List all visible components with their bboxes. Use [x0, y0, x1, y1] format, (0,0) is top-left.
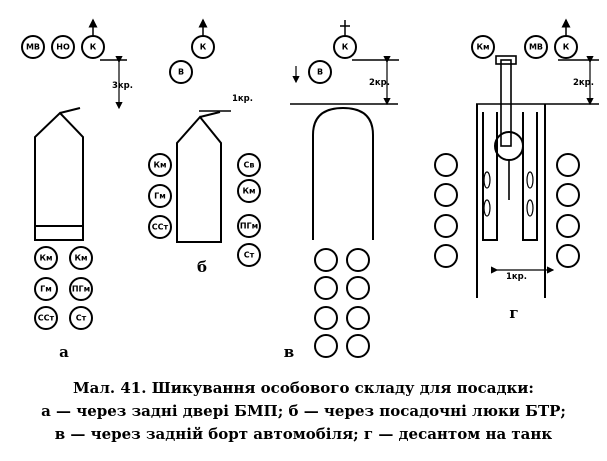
soldier-circle: [434, 244, 458, 268]
panel-g: [434, 18, 599, 298]
tank-hatch: [483, 199, 491, 217]
soldier-label: НО: [56, 43, 70, 52]
panel-v: [290, 20, 399, 358]
soldier-circle-no: [51, 35, 75, 59]
soldier-label: Гм: [154, 192, 166, 201]
soldier-label: Км: [39, 254, 52, 263]
soldier-circle-mv: [21, 35, 45, 59]
btr-front-line: [199, 111, 221, 118]
soldier-label: К: [342, 43, 349, 52]
soldier-label: МВ: [529, 43, 543, 52]
tank-gun-barrel: [500, 59, 512, 147]
truck-body-outline: [312, 106, 374, 240]
figure-caption-line: а — через задні двері БМП; б — через пос…: [41, 402, 566, 420]
soldier-label: В: [178, 68, 184, 77]
panel-v-troops: [314, 248, 370, 358]
soldier-circle: [434, 153, 458, 177]
soldier-circle-v: [308, 60, 332, 84]
soldier-circle: [237, 153, 261, 177]
panel-g-left-column: [434, 153, 458, 268]
panel-b-left-column: [148, 153, 172, 239]
soldier-circle: [34, 246, 58, 270]
soldier-circle: [69, 277, 93, 301]
tank-hatch: [483, 171, 491, 189]
soldier-label: ССт: [38, 314, 55, 323]
soldier-circle: [556, 214, 580, 238]
panel-letter-a: а: [59, 343, 69, 361]
panel-letter-b: б: [197, 258, 207, 276]
soldier-label: Гм: [40, 285, 52, 294]
panel-a-top-row: [21, 18, 127, 61]
soldier-circle: [237, 243, 261, 267]
soldier-circle-mv: [524, 35, 548, 59]
soldier-label: Км: [242, 187, 255, 196]
soldier-label: В: [317, 68, 323, 77]
soldier-label: ПГм: [240, 222, 258, 231]
soldier-circle-v: [169, 60, 193, 84]
soldier-label: Ст: [244, 251, 255, 260]
soldier-circle: [434, 214, 458, 238]
soldier-circle: [34, 306, 58, 330]
soldier-circle-km: [471, 35, 495, 59]
soldier-circle: [237, 214, 261, 238]
soldier-circle: [346, 248, 370, 272]
soldier-label: К: [90, 43, 97, 52]
soldier-circle: [346, 306, 370, 330]
soldier-label: Ст: [76, 314, 87, 323]
soldier-circle: [314, 334, 338, 358]
tank-hatch: [526, 171, 534, 189]
soldier-circle: [556, 153, 580, 177]
soldier-circle: [556, 244, 580, 268]
btr-vehicle-outline: [176, 115, 222, 243]
bmp-rear-doors: [34, 225, 84, 241]
gap-label: 1кр.: [232, 94, 253, 104]
figure-caption-title: Мал. 41. Шикування особового складу для …: [73, 379, 534, 397]
bmp-front-line: [59, 107, 81, 114]
panel-g-right-column: [556, 153, 580, 268]
tank-left-track: [482, 112, 498, 241]
soldier-circle: [314, 306, 338, 330]
tank-hull-outline: [476, 104, 546, 298]
gap-label: 3кр.: [112, 81, 133, 91]
panel-a: [21, 18, 127, 330]
tank-hatch: [526, 199, 534, 217]
soldier-label: ССт: [152, 223, 169, 232]
soldier-label: Км: [153, 161, 166, 170]
tank-gun-muzzle: [495, 55, 517, 65]
soldier-circle: [69, 306, 93, 330]
panel-letter-g: г: [509, 304, 518, 322]
soldier-label: Км: [476, 43, 489, 52]
soldier-label: Св: [244, 161, 255, 170]
soldier-circle: [148, 215, 172, 239]
soldier-label: МВ: [26, 43, 40, 52]
panel-b-right-column: [237, 153, 261, 267]
side-gap-label: 1кр.: [506, 272, 527, 282]
soldier-label: К: [200, 43, 207, 52]
panel-b: [148, 18, 261, 267]
soldier-label: ПГм: [72, 285, 90, 294]
soldier-circle: [148, 153, 172, 177]
boarding-formation-diagram: МВ НО К 3кр. Км Км Гм ПГм ССт Ст а К В 1…: [21, 18, 599, 361]
soldier-circle: [69, 246, 93, 270]
soldier-circle: [34, 277, 58, 301]
panel-a-troops: [34, 246, 93, 330]
tank-right-track: [522, 112, 538, 241]
soldier-circle: [314, 248, 338, 272]
soldier-circle: [346, 334, 370, 358]
bmp-vehicle-outline: [34, 111, 84, 226]
soldier-circle: [237, 179, 261, 203]
gap-label: 2кр.: [573, 78, 594, 88]
soldier-circle: [148, 184, 172, 208]
soldier-circle: [434, 183, 458, 207]
soldier-label: К: [563, 43, 570, 52]
soldier-circle: [314, 276, 338, 300]
figure-caption-line: в — через задній борт автомобіля; г — де…: [54, 425, 553, 443]
soldier-circle: [556, 183, 580, 207]
soldier-circle: [346, 276, 370, 300]
gap-label: 2кр.: [369, 78, 390, 88]
soldier-label: Км: [74, 254, 87, 263]
panel-letter-v: в: [284, 343, 294, 361]
